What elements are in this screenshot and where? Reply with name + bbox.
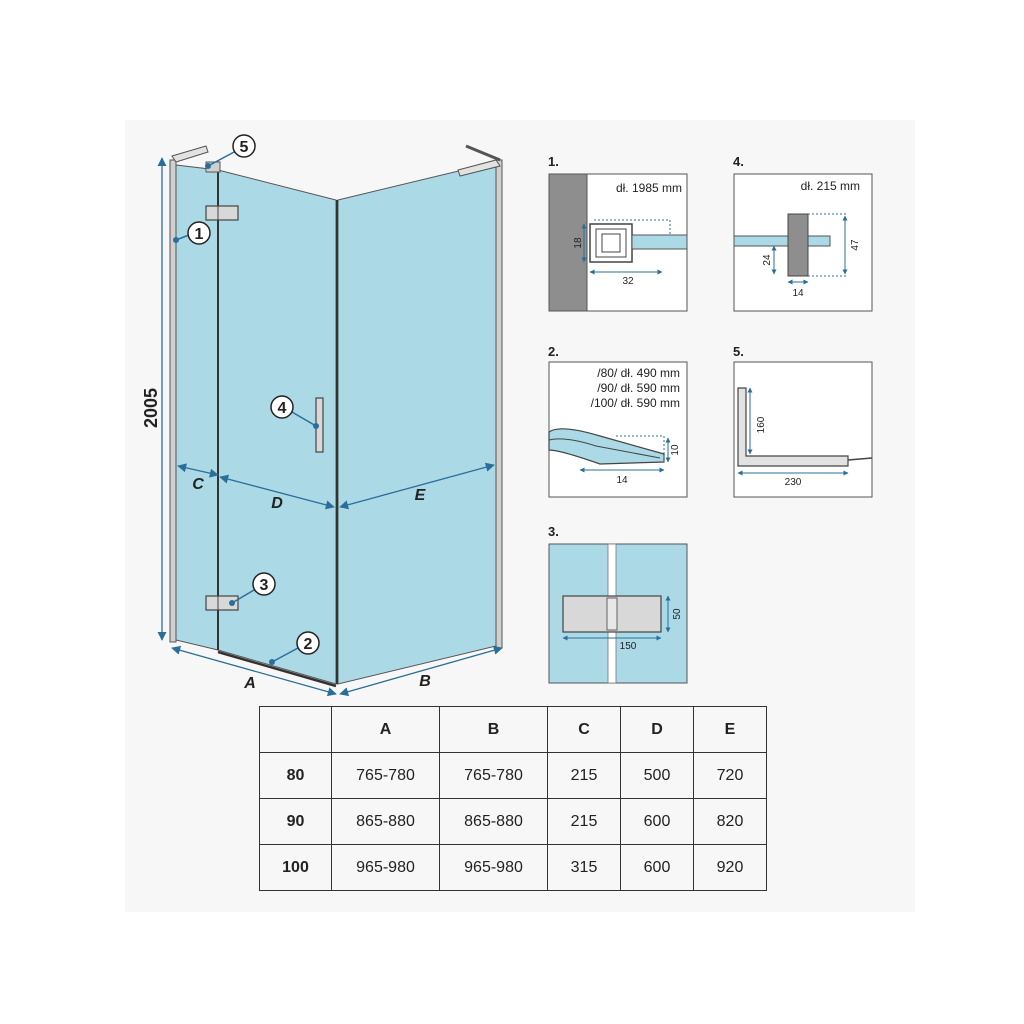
detail-2-line-1: /80/ dł. 490 mm <box>597 366 680 380</box>
detail-1-length: dł. 1985 mm <box>616 181 682 195</box>
table-cell: 215 <box>547 798 621 845</box>
dimensions-table: A B C D E 80 765-780 765-780 215 500 720… <box>259 706 767 891</box>
glass-section <box>733 235 831 247</box>
detail-2-dim-h: 10 <box>670 444 681 456</box>
bracket-section <box>787 213 809 277</box>
table-cell: 600 <box>620 844 694 891</box>
dimension-lines <box>157 157 503 697</box>
callout-2-number: 2 <box>304 636 313 653</box>
table-cell: 965-980 <box>331 844 440 891</box>
dim-letter-b: B <box>419 673 431 690</box>
table-header-cell: A <box>331 706 440 753</box>
dim-letter-d: D <box>271 495 283 512</box>
wall-profile-right <box>495 159 503 649</box>
table-cell: 820 <box>693 798 767 845</box>
detail-5-number: 5. <box>733 344 744 359</box>
detail-2-line-3: /100/ dł. 590 mm <box>591 396 680 410</box>
table-cell: 720 <box>693 752 767 799</box>
dim-letter-e: E <box>415 487 427 504</box>
detail-3: 3. 50 150 <box>548 524 688 684</box>
detail-3-number: 3. <box>548 524 559 539</box>
table-header-cell: E <box>693 706 767 753</box>
table-cell: 600 <box>620 798 694 845</box>
callout-3: 3 <box>229 572 276 606</box>
detail-3-dim-h: 50 <box>672 608 683 620</box>
detail-4-dim-w: 14 <box>792 288 804 299</box>
table-row: 100 965-980 965-980 315 600 920 <box>259 844 767 891</box>
table-cell: 920 <box>693 844 767 891</box>
callout-1-number: 1 <box>195 226 204 243</box>
table-cell: 965-980 <box>439 844 548 891</box>
table-cell: 865-880 <box>331 798 440 845</box>
top-bracket-left <box>171 145 209 163</box>
table-header-cell: B <box>439 706 548 753</box>
detail-4-dim-a: 24 <box>762 254 773 266</box>
callout-3-number: 3 <box>260 577 269 594</box>
table-header-cell: D <box>620 706 694 753</box>
wall-section <box>548 173 588 312</box>
enclosure <box>169 144 503 688</box>
table-header-row: A B C D E <box>259 706 767 753</box>
detail-5-dim-h: 160 <box>756 416 767 433</box>
detail-2-dim-w: 14 <box>616 475 628 486</box>
callout-5: 5 <box>205 134 256 169</box>
detail-2: 2. /80/ dł. 490 mm /90/ dł. 590 mm /100/… <box>548 344 688 498</box>
detail-3-dim-w: 150 <box>620 641 637 652</box>
table-cell: 215 <box>547 752 621 799</box>
table-cell: 500 <box>620 752 694 799</box>
detail-1-dim-h: 18 <box>573 237 584 249</box>
table-cell: 90 <box>259 798 332 845</box>
table-cell: 765-780 <box>439 752 548 799</box>
height-label: 2005 <box>141 388 161 428</box>
detail-1-dim-w: 32 <box>622 276 634 287</box>
table-cell: 80 <box>259 752 332 799</box>
table-header-cell <box>259 706 332 753</box>
wall-profile-section <box>589 223 633 263</box>
callout-4-number: 4 <box>278 400 287 417</box>
callout-2: 2 <box>269 631 320 665</box>
side-glass-panel <box>337 161 497 685</box>
detail-4: 4. dł. 215 mm 47 24 14 <box>733 154 873 312</box>
dim-letter-c: C <box>192 476 204 493</box>
table-cell: 100 <box>259 844 332 891</box>
wall-profile-left <box>169 159 177 643</box>
glass-section <box>631 234 688 250</box>
callout-5-number: 5 <box>240 139 249 156</box>
detail-5: 5. 160 230 <box>733 344 873 498</box>
table-cell: 865-880 <box>439 798 548 845</box>
detail-4-number: 4. <box>733 154 744 169</box>
top-bracket-right <box>457 159 501 177</box>
hinge-bottom <box>205 595 239 611</box>
detail-4-length: dł. 215 mm <box>801 179 860 193</box>
dim-letter-a: A <box>243 675 256 692</box>
hinge-top <box>205 205 239 221</box>
detail-2-line-2: /90/ dł. 590 mm <box>597 381 680 395</box>
top-bracket-section <box>737 387 849 467</box>
detail-1: 1. dł. 1985 mm 18 32 <box>548 154 688 312</box>
detail-4-dim-b: 47 <box>850 239 861 251</box>
detail-2-number: 2. <box>548 344 559 359</box>
callout-4: 4 <box>270 395 319 429</box>
table-header-cell: C <box>547 706 621 753</box>
table-cell: 315 <box>547 844 621 891</box>
table-row: 80 765-780 765-780 215 500 720 <box>259 752 767 799</box>
detail-1-number: 1. <box>548 154 559 169</box>
callout-1: 1 <box>173 221 211 245</box>
detail-5-dim-w: 230 <box>785 477 802 488</box>
table-row: 90 865-880 865-880 215 600 820 <box>259 798 767 845</box>
table-cell: 765-780 <box>331 752 440 799</box>
